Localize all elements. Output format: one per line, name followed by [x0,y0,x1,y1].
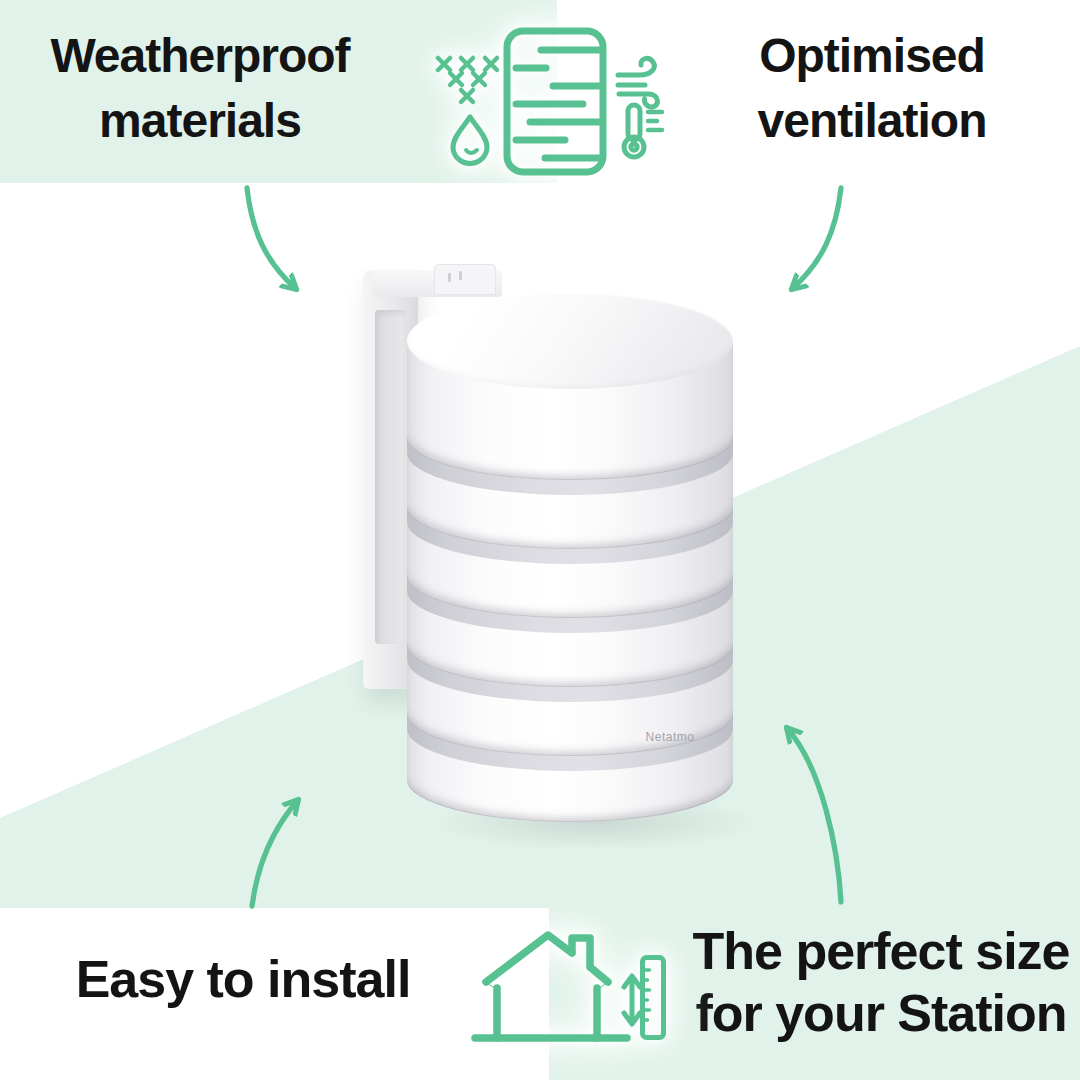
brand-label: Netatmo [610,730,730,744]
curved-arrow-bottom-right [787,728,841,902]
shelter-top [407,293,733,389]
curved-arrow-bottom-left [252,800,298,906]
curved-arrow-top-right [792,188,841,289]
curved-arrow-top-left [247,188,296,289]
